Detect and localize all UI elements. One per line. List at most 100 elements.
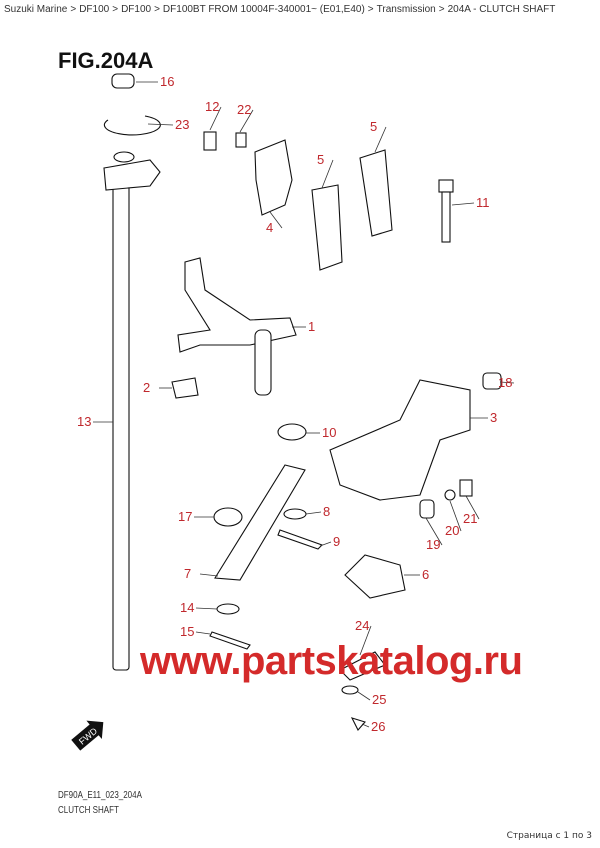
leader-line — [195, 631, 211, 635]
callout-7[interactable]: 7 — [184, 566, 191, 581]
part-drawings: FWD — [71, 73, 502, 751]
leader-line — [305, 511, 322, 515]
leader-line — [321, 159, 334, 189]
pin-24-part — [339, 651, 386, 681]
leader-line — [199, 573, 219, 577]
shift-lever-part — [177, 257, 297, 353]
leader-line — [359, 625, 372, 656]
leader-line — [209, 106, 222, 131]
callout-14[interactable]: 14 — [180, 600, 194, 615]
pager: Страница с 1 по 3 — [506, 831, 592, 841]
washer-14-part — [216, 603, 240, 615]
shaft-head-part — [103, 159, 161, 191]
leader-line — [319, 541, 332, 547]
breadcrumb-item[interactable]: DF100 — [121, 4, 152, 15]
breadcrumb-item: 204A - CLUTCH SHAFT — [447, 4, 556, 15]
bolt-11-head-part — [438, 179, 454, 193]
clutch-shaft-part — [112, 171, 130, 671]
cotter-pin-9-part — [277, 529, 324, 550]
callout-9[interactable]: 9 — [333, 534, 340, 549]
callouts: 16 23 12 22 5 5 11 4 1 18 2 13 3 10 8 17 21 20 19 9 7 6 14 15 24… — [77, 74, 512, 734]
breadcrumb-item[interactable]: DF100 — [79, 4, 110, 15]
breadcrumb-item[interactable]: Suzuki Marine — [4, 4, 68, 15]
circlip-part — [103, 115, 161, 136]
bolt-12-part — [203, 131, 217, 151]
leader-line — [361, 723, 370, 728]
breadcrumb: Suzuki Marine>DF100>DF100>DF100BT FROM 1… — [4, 4, 555, 15]
callout-16[interactable]: 16 — [160, 74, 174, 89]
figure-title: FIG.204A — [58, 48, 154, 73]
bushing-10-part — [277, 423, 307, 441]
callout-20[interactable]: 20 — [445, 523, 459, 538]
ball-20-part — [444, 489, 456, 501]
leader-line — [465, 495, 480, 520]
breadcrumb-separator: > — [367, 4, 374, 15]
leader-lines — [93, 81, 515, 728]
callout-6[interactable]: 6 — [422, 567, 429, 582]
callout-25[interactable]: 25 — [372, 692, 386, 707]
clip-2-part — [171, 377, 199, 399]
callout-11[interactable]: 11 — [476, 195, 490, 210]
callout-4[interactable]: 4 — [266, 220, 273, 235]
bushing-19-part — [419, 499, 435, 519]
leader-line — [374, 126, 387, 153]
fwd-arrow-icon: FWD — [71, 720, 104, 751]
callout-19[interactable]: 19 — [426, 537, 440, 552]
plug-18-part — [482, 372, 502, 390]
breadcrumb-separator: > — [112, 4, 119, 15]
callout-1[interactable]: 1 — [308, 319, 315, 334]
figure-code: DF90A_E11_023_204A — [58, 790, 142, 801]
callout-5[interactable]: 5 — [370, 119, 377, 134]
figure-caption: CLUTCH SHAFT — [58, 805, 119, 816]
callout-18[interactable]: 18 — [498, 375, 512, 390]
clip-5b-part — [359, 149, 393, 237]
cotter-pin-15-part — [209, 631, 251, 650]
seal-6-part — [344, 554, 406, 599]
breadcrumb-item[interactable]: DF100BT FROM 10004F-340001~ (E01,E40) — [162, 4, 365, 15]
leader-line — [425, 517, 443, 546]
callout-13[interactable]: 13 — [77, 414, 91, 429]
breadcrumb-item[interactable]: Transmission — [376, 4, 436, 15]
callout-8[interactable]: 8 — [323, 504, 330, 519]
spring-21-part — [459, 479, 473, 497]
leader-line — [499, 381, 515, 384]
washer-25-part — [341, 685, 359, 695]
leader-line — [357, 691, 371, 701]
callout-26[interactable]: 26 — [371, 719, 385, 734]
callout-10[interactable]: 10 — [322, 425, 336, 440]
bolt-11-part — [441, 191, 451, 243]
callout-21[interactable]: 21 — [463, 511, 477, 526]
callout-3[interactable]: 3 — [490, 410, 497, 425]
callout-17[interactable]: 17 — [178, 509, 192, 524]
callout-5[interactable]: 5 — [317, 152, 324, 167]
link-rod-part — [214, 464, 306, 581]
bracket-part — [254, 139, 293, 216]
shaft-top-part — [113, 151, 135, 163]
leader-line — [451, 202, 475, 206]
lever-shaft-part — [254, 329, 272, 396]
leader-line — [449, 500, 462, 532]
breadcrumb-separator: > — [438, 4, 445, 15]
leader-line — [147, 123, 174, 126]
leader-line — [269, 211, 283, 229]
callout-24[interactable]: 24 — [355, 618, 369, 633]
leader-line — [195, 607, 218, 610]
bolt-22-part — [235, 132, 247, 148]
bushing-17-part — [213, 507, 243, 527]
watermark: www.partskatalog.ru — [140, 639, 523, 683]
callout-12[interactable]: 12 — [205, 99, 219, 114]
shift-cam-part — [329, 379, 471, 501]
callout-2[interactable]: 2 — [143, 380, 150, 395]
callout-22[interactable]: 22 — [237, 102, 251, 117]
clip-26-part — [350, 717, 366, 731]
washer-8-part — [283, 508, 307, 520]
leader-line — [239, 109, 254, 133]
callout-23[interactable]: 23 — [175, 117, 189, 132]
breadcrumb-separator: > — [154, 4, 160, 15]
clip-5a-part — [311, 184, 343, 271]
plug-part — [111, 73, 135, 89]
breadcrumb-separator: > — [70, 4, 77, 15]
callout-15[interactable]: 15 — [180, 624, 194, 639]
